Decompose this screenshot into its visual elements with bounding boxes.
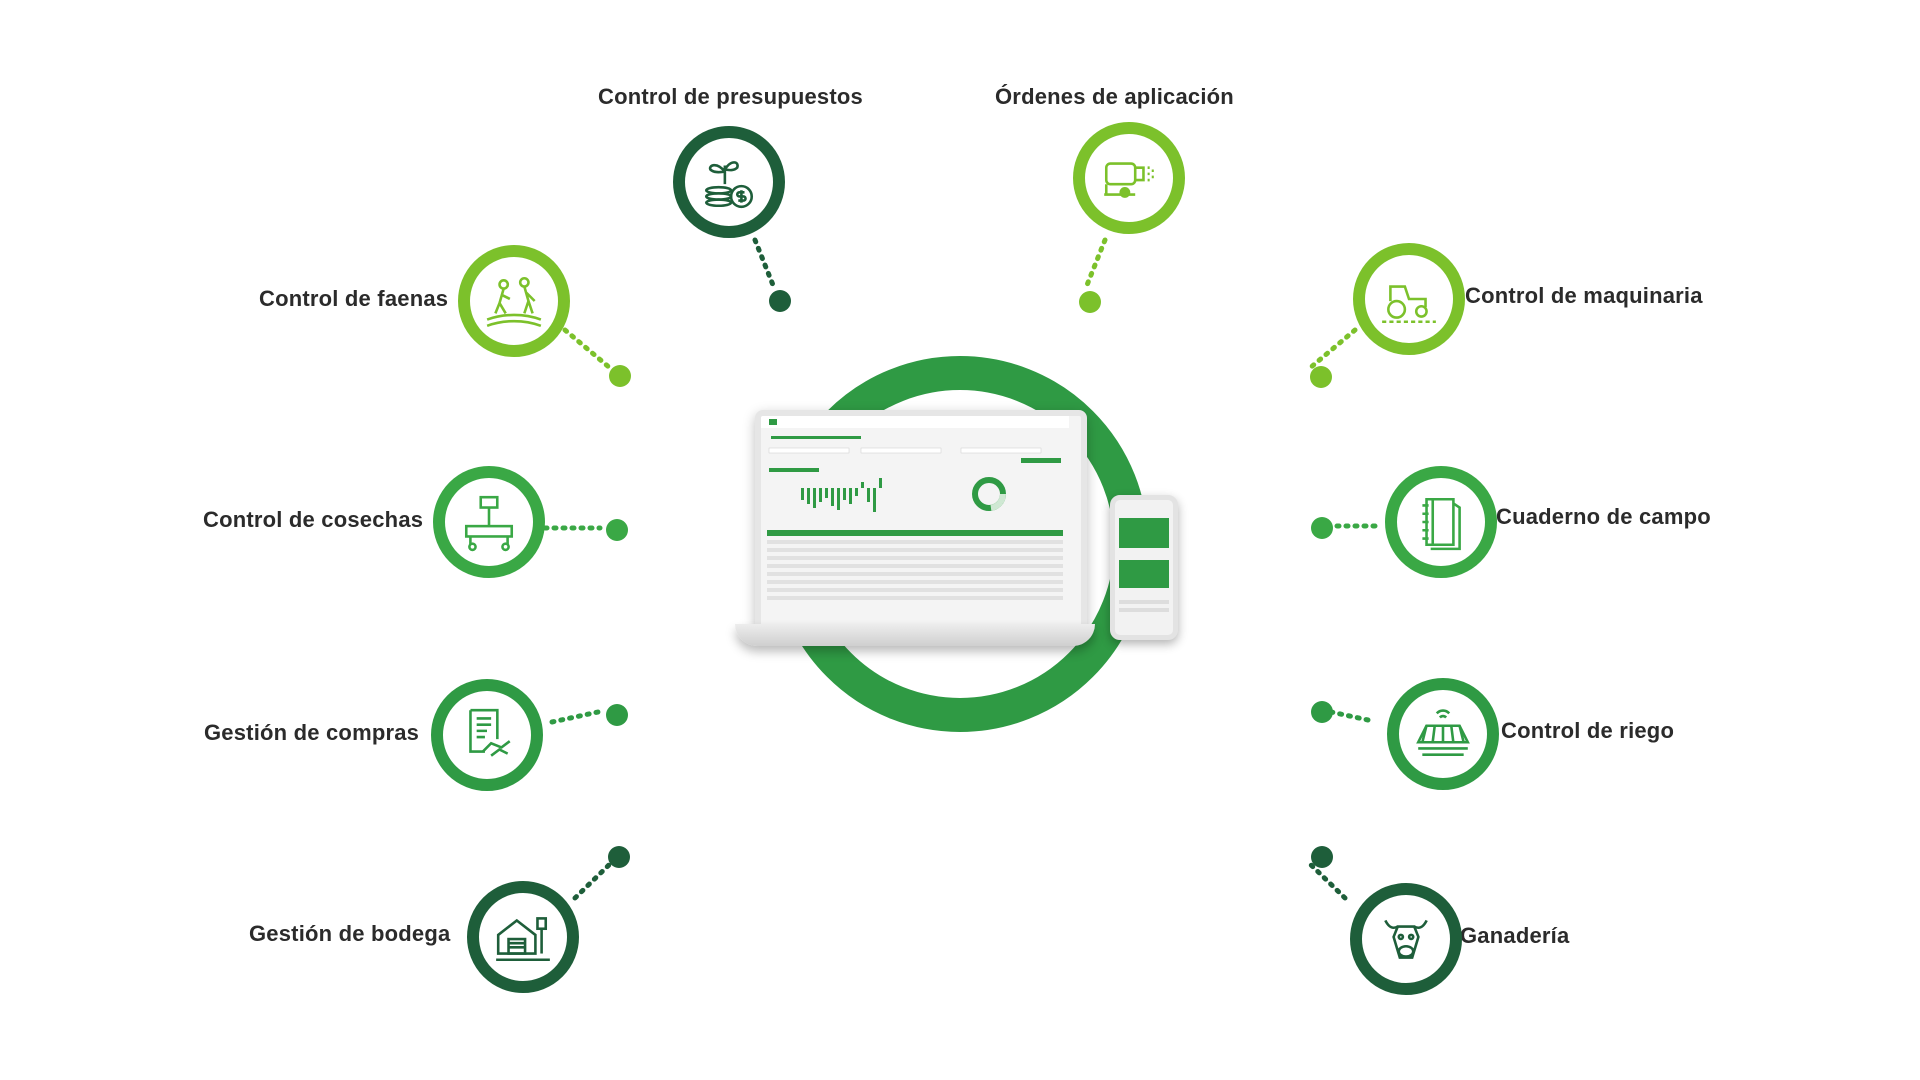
field-workers-icon: [486, 276, 542, 328]
phone-mockup: [1110, 495, 1178, 640]
module-ring[interactable]: [1350, 883, 1462, 995]
module-label: Control de maquinaria: [1465, 283, 1703, 308]
module-ring[interactable]: [467, 881, 579, 993]
module-label: Gestión de compras: [204, 720, 420, 745]
module-ring[interactable]: [1385, 466, 1497, 578]
connector-dot: [1311, 701, 1333, 723]
module-ring[interactable]: [431, 679, 543, 791]
laptop-screen: [755, 410, 1087, 632]
weighing-scale-icon: [464, 495, 514, 552]
module-label: Control de faenas: [259, 286, 449, 311]
connector-dot: [1311, 517, 1333, 539]
module-label: Cuaderno de campo: [1496, 504, 1711, 529]
laptop-base: [735, 624, 1095, 646]
connector-dot: [1079, 291, 1101, 313]
connector-dot: [606, 704, 628, 726]
connector-dot: [608, 846, 630, 868]
receipt-handshake-icon: [469, 708, 511, 757]
module-ring[interactable]: [458, 245, 570, 357]
module-ring[interactable]: [1073, 122, 1185, 234]
irrigation-icon: [1416, 709, 1470, 756]
module-label: Control de riego: [1501, 718, 1675, 743]
plant-coins-icon: [704, 161, 754, 209]
warehouse-icon: [496, 917, 550, 962]
module-label: Control de cosechas: [203, 507, 424, 532]
notebook-icon: [1422, 497, 1461, 551]
connector-dot: [609, 365, 631, 387]
module-ring[interactable]: [433, 466, 545, 578]
laptop-mockup: [735, 410, 1095, 660]
module-label: Órdenes de aplicación: [995, 84, 1234, 109]
sprayer-icon: [1104, 162, 1154, 198]
module-label: Ganadería: [1460, 923, 1570, 948]
connector-dot: [769, 290, 791, 312]
tractor-icon: [1382, 285, 1436, 324]
module-label: Gestión de bodega: [249, 921, 451, 946]
module-ring[interactable]: [673, 126, 785, 238]
connector-dot: [1311, 846, 1333, 868]
cow-icon: [1384, 919, 1428, 959]
module-ring[interactable]: [1353, 243, 1465, 355]
connector-dot: [1310, 366, 1332, 388]
module-label: Control de presupuestos: [598, 84, 863, 109]
connector-dot: [606, 519, 628, 541]
module-ring[interactable]: [1387, 678, 1499, 790]
